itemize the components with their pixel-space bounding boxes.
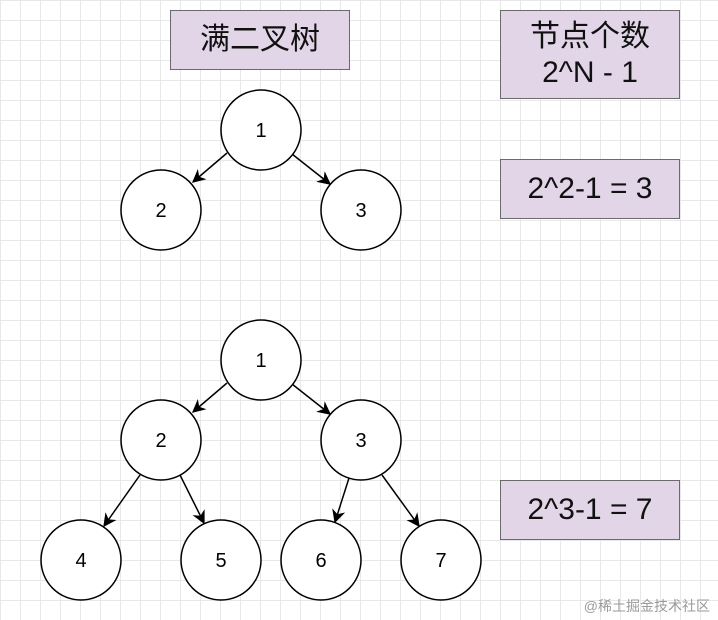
tree-large-node-4-label: 4 [75,550,86,572]
watermark: @稀土掘金技术社区 [583,598,710,614]
tree-large-node-1-label: 1 [255,350,266,372]
tree-large-node-7: 7 [400,519,482,601]
formula-box: 节点个数 2^N - 1 [500,10,680,99]
tree-small-node-1: 1 [220,89,302,171]
tree-large-node-2-label: 2 [155,430,166,452]
edge-large-2-4 [103,474,141,528]
tree-small-node-3: 3 [320,169,402,251]
tree-large-node-6-label: 6 [315,550,326,572]
tree-large-node-5: 5 [180,519,262,601]
edge-large-2-5 [179,474,205,525]
tree-large-node-3: 3 [320,399,402,481]
edge-large-1-2 [191,382,228,413]
tree-small-node-2: 2 [120,169,202,251]
tree-small-node-1-label: 1 [255,120,266,142]
edge-small-1-3 [291,153,332,185]
equation-large-text: 2^3-1 = 7 [527,493,653,526]
tree-small-node-2-label: 2 [155,200,166,222]
title-box: 满二叉树 [170,10,350,70]
equation-box-large: 2^3-1 = 7 [500,480,680,540]
equation-small-text: 2^2-1 = 3 [527,172,653,205]
formula-line2: 2^N - 1 [542,55,638,89]
tree-large-node-2: 2 [120,399,202,481]
edge-large-3-7 [381,474,420,528]
tree-large-node-7-label: 7 [435,550,446,572]
edge-small-1-2 [191,152,228,183]
tree-small-node-3-label: 3 [355,200,366,222]
edge-large-3-6 [332,477,350,524]
equation-box-small: 2^2-1 = 3 [500,159,680,219]
title-text: 满二叉树 [200,23,320,56]
tree-large-node-3-label: 3 [355,430,366,452]
edge-large-1-3 [291,383,332,415]
formula-line1: 节点个数 [530,19,650,53]
tree-large-node-1: 1 [220,319,302,401]
tree-large-node-6: 6 [280,519,362,601]
tree-large-node-5-label: 5 [215,550,226,572]
tree-large-node-4: 4 [40,519,122,601]
